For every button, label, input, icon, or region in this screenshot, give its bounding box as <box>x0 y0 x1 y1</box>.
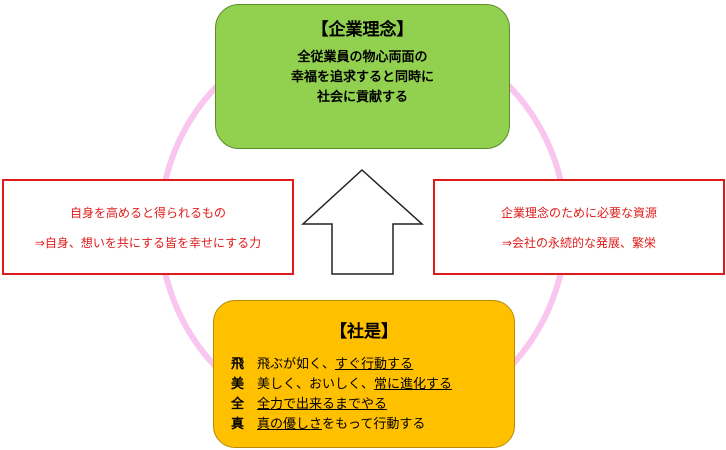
corporate-philosophy-title: 【企業理念】 <box>311 20 414 40</box>
motto-row: 真真の優しさをもって行動する <box>231 415 514 435</box>
self-growth-result: ⇒自身、想いを共にする皆を幸せにする力 <box>34 236 262 250</box>
resources-heading: 企業理念のために必要な資源 <box>500 206 657 220</box>
corporate-philosophy-text: 全従業員の物心両面の 幸福を追求すると同時に 社会に貢献する <box>216 48 509 108</box>
motto-row: 全全力で出来るまでやる <box>231 395 514 415</box>
motto-underlined: 真の優しさ <box>257 417 323 432</box>
motto-underlined: 常に進化する <box>374 377 453 392</box>
resources-result: ⇒会社の永続的な発展、繁栄 <box>501 236 657 250</box>
motto-row: 美美しく、おいしく、常に進化する <box>231 375 514 395</box>
company-motto-title: 【社是】 <box>330 322 398 342</box>
company-motto-box: 【社是】 飛飛ぶが如く、すぐ行動する 美美しく、おいしく、常に進化する 全全力で… <box>213 300 515 448</box>
motto-key: 美 <box>231 377 245 392</box>
self-growth-heading: 自身を高めると得られるもの <box>69 206 226 220</box>
motto-key: 全 <box>231 397 245 412</box>
resources-box: 企業理念のために必要な資源 ⇒会社の永続的な発展、繁栄 <box>433 179 725 275</box>
motto-text: 飛ぶが如く、 <box>257 357 336 372</box>
philosophy-line: 社会に貢献する <box>316 90 408 105</box>
philosophy-line: 幸福を追求すると同時に <box>290 70 434 85</box>
motto-key: 飛 <box>231 357 245 372</box>
motto-key: 真 <box>231 417 245 432</box>
corporate-philosophy-box: 【企業理念】 全従業員の物心両面の 幸福を追求すると同時に 社会に貢献する <box>215 4 510 149</box>
motto-after: をもって行動する <box>322 417 426 432</box>
philosophy-line: 全従業員の物心両面の <box>297 50 428 65</box>
self-growth-box: 自身を高めると得られるもの ⇒自身、想いを共にする皆を幸せにする力 <box>2 179 294 275</box>
motto-underlined: すぐ行動する <box>335 357 414 372</box>
motto-row: 飛飛ぶが如く、すぐ行動する <box>231 355 514 375</box>
motto-text: 美しく、おいしく、 <box>257 377 375 392</box>
motto-underlined: 全力で出来るまでやる <box>257 397 388 412</box>
motto-list: 飛飛ぶが如く、すぐ行動する 美美しく、おいしく、常に進化する 全全力で出来るまで… <box>214 355 514 435</box>
up-arrow-icon <box>301 168 424 275</box>
